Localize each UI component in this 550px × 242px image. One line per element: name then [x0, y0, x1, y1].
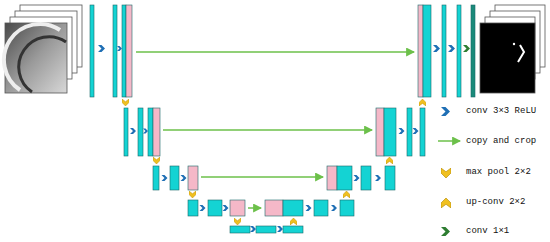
output-mask	[480, 5, 545, 93]
legend-samples	[438, 107, 460, 236]
input-image	[4, 5, 82, 93]
legend-text: conv 1×1	[466, 226, 509, 237]
legend-text: conv 3×3 ReLU	[466, 106, 536, 117]
legend-text: max pool 2×2	[466, 167, 531, 178]
legend-text: copy and crop	[466, 136, 536, 147]
operation-chevrons	[98, 45, 470, 232]
feature-maps	[90, 5, 475, 233]
copy-crop-arrows	[136, 52, 414, 208]
legend-text: up-conv 2×2	[466, 197, 525, 208]
